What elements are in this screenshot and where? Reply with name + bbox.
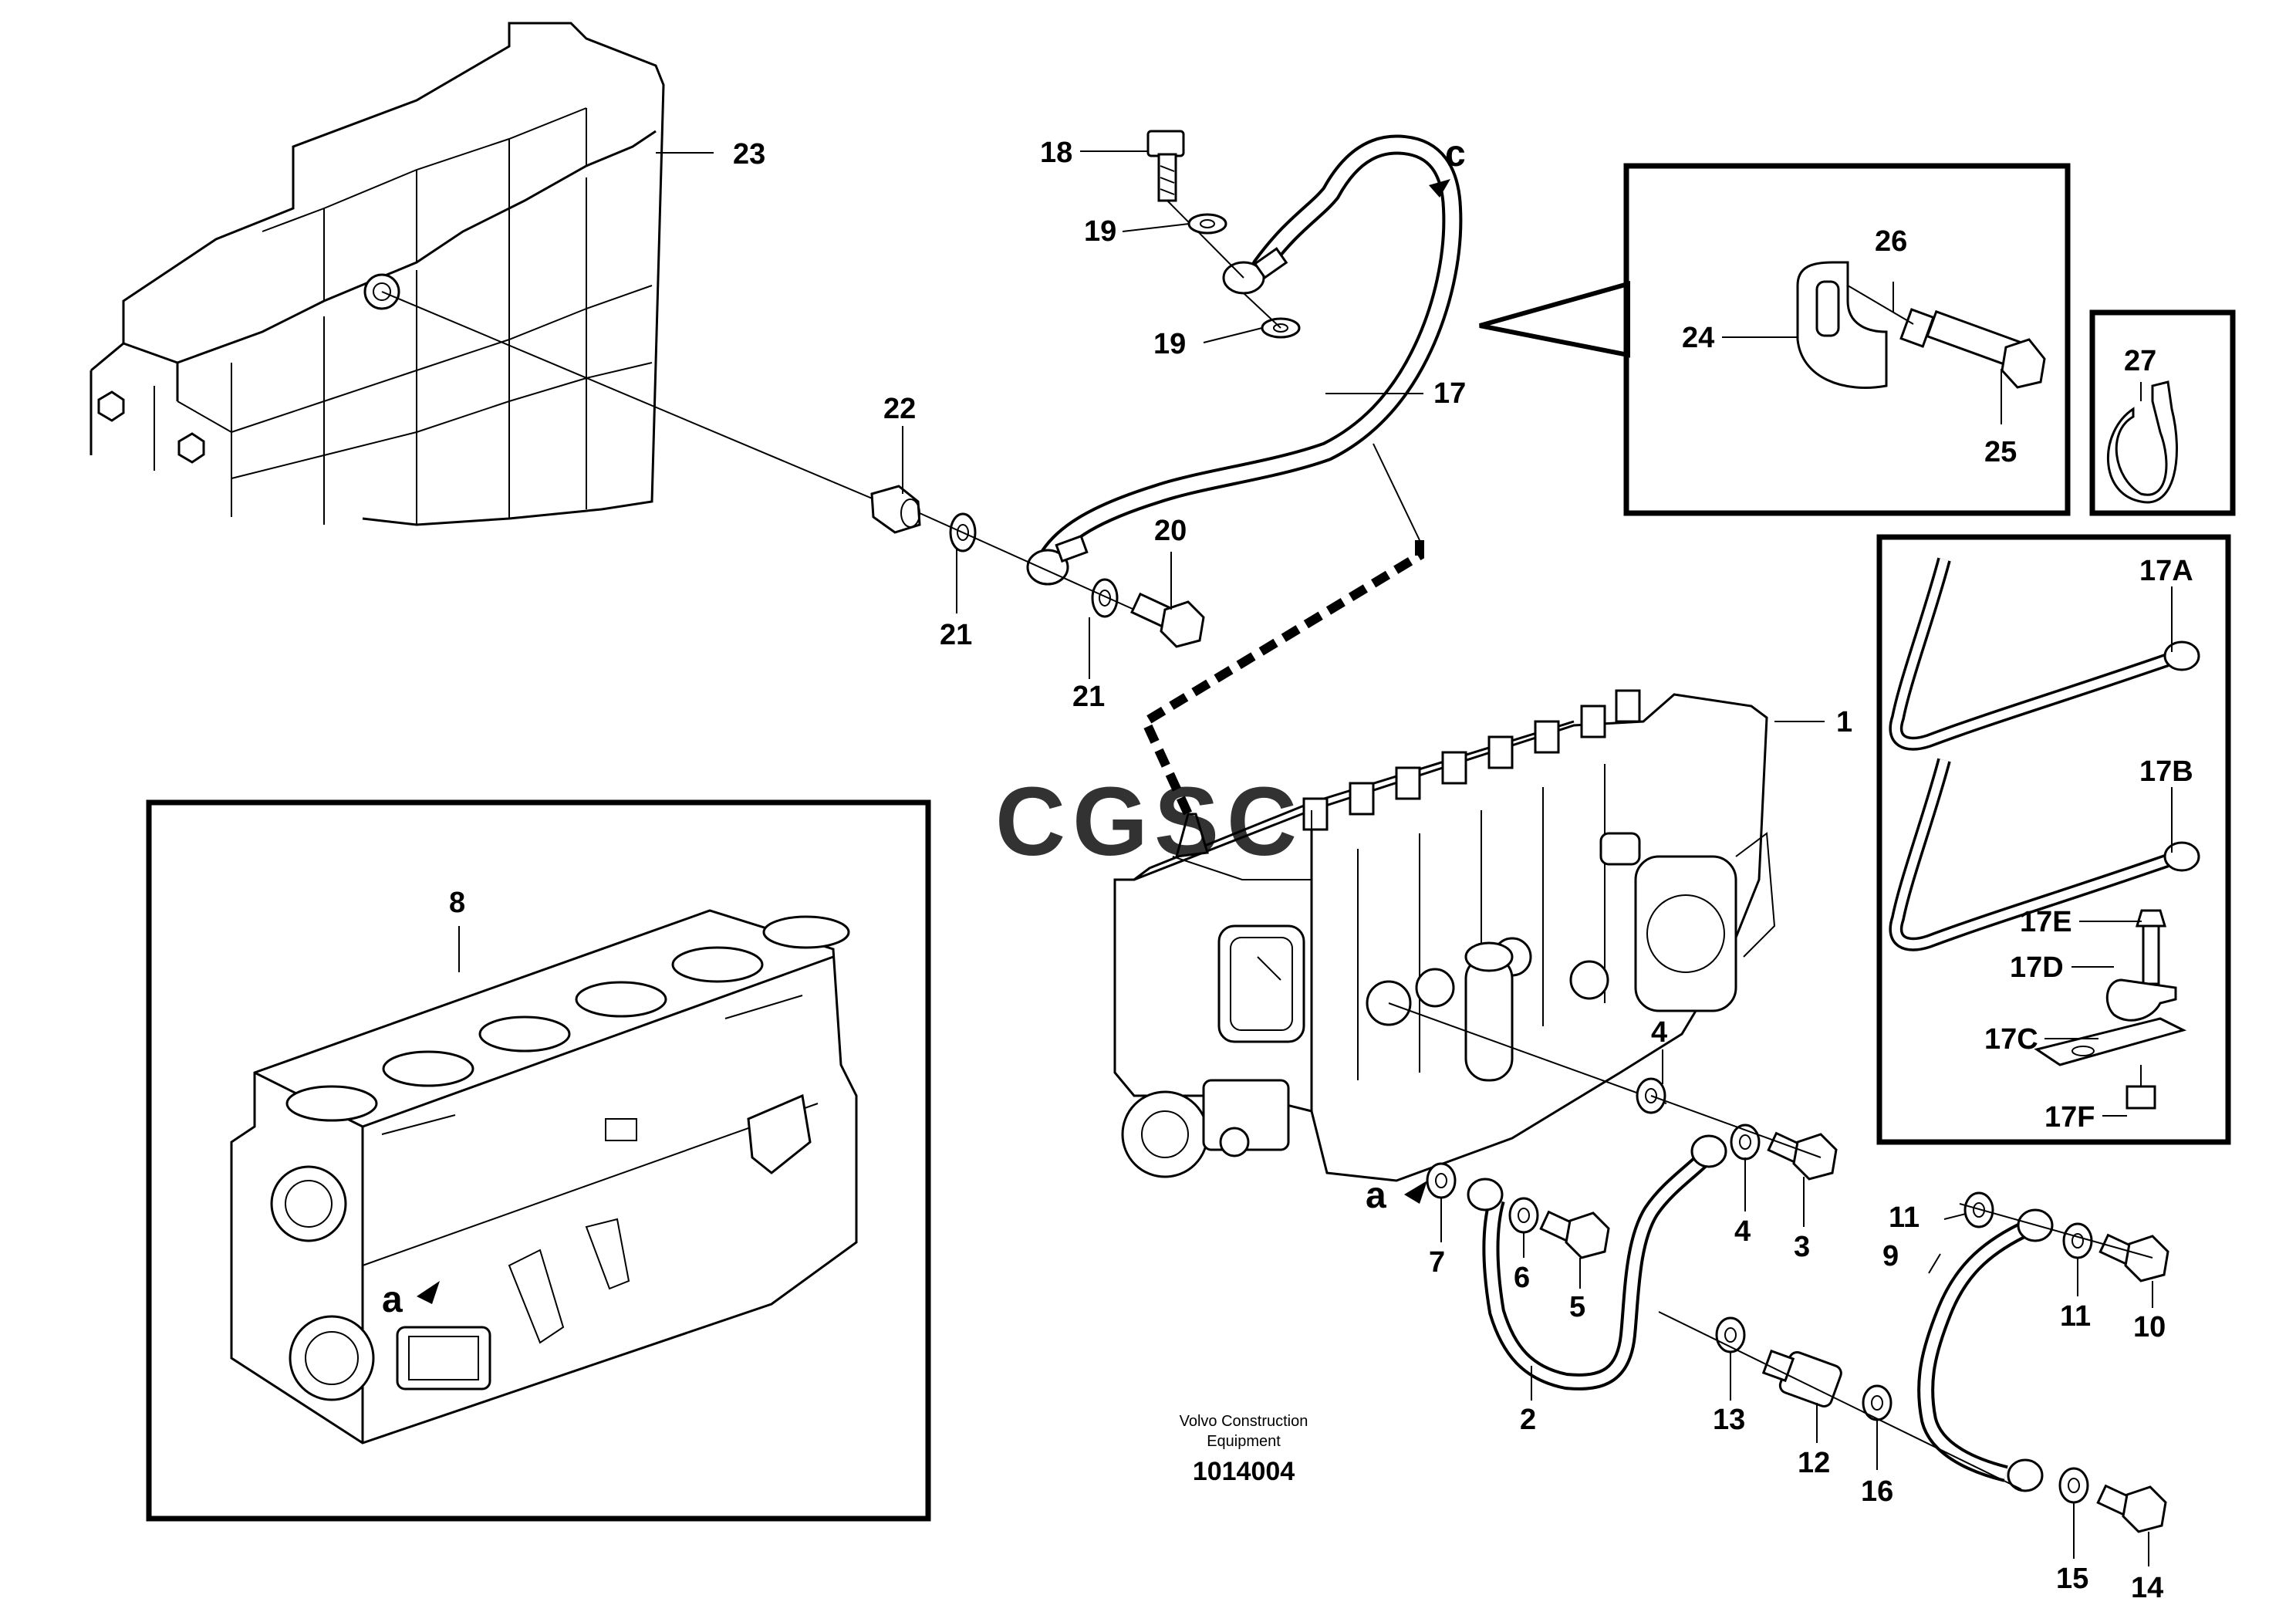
label-a-pump: a — [1366, 1175, 1386, 1216]
watermark-letter: G — [1072, 767, 1148, 876]
label-21-left: 21 — [940, 619, 972, 651]
label-5: 5 — [1569, 1291, 1585, 1323]
caption-number: 1014004 — [1193, 1457, 1295, 1486]
injection-pump-drawing — [1113, 689, 1776, 1182]
label-21-right: 21 — [1072, 681, 1105, 713]
label-6: 6 — [1514, 1262, 1530, 1294]
label-20: 20 — [1154, 515, 1187, 547]
label-9: 9 — [1882, 1240, 1899, 1272]
label-22: 22 — [883, 393, 916, 425]
label-25: 25 — [1984, 436, 2017, 468]
return-pipes-drawing — [1426, 1077, 2169, 1533]
watermark: C G S C — [995, 767, 1297, 876]
arrow-a-block — [417, 1281, 440, 1304]
label-16: 16 — [1861, 1475, 1893, 1508]
label-8: 8 — [449, 887, 465, 919]
caption-line-2: Equipment — [1207, 1433, 1281, 1450]
label-2: 2 — [1520, 1404, 1536, 1436]
label-11-top: 11 — [1889, 1201, 1920, 1234]
label-17a: 17A — [2139, 555, 2193, 587]
fuel-pipe-drawing — [870, 130, 1463, 816]
label-a-block: a — [382, 1279, 403, 1320]
label-c: c — [1445, 133, 1466, 174]
label-11-lower: 11 — [2060, 1300, 2091, 1333]
label-19-bottom: 19 — [1153, 328, 1186, 360]
label-23: 23 — [733, 138, 765, 171]
watermark-letter: S — [1154, 767, 1219, 876]
valve-cover-drawing — [89, 22, 880, 526]
arrow-a-pump — [1404, 1181, 1427, 1204]
engine-block-inset — [146, 799, 931, 1522]
label-14: 14 — [2131, 1572, 2163, 1604]
label-15: 15 — [2056, 1563, 2088, 1595]
label-17: 17 — [1433, 377, 1466, 410]
label-24: 24 — [1682, 322, 1714, 354]
label-19-top: 19 — [1084, 215, 1116, 248]
watermark-letter: C — [995, 767, 1065, 876]
label-26: 26 — [1875, 225, 1907, 258]
cable-tie-inset — [2089, 309, 2236, 516]
caption: Volvo Construction Equipment 1014004 — [1180, 1413, 1308, 1486]
label-27: 27 — [2124, 345, 2156, 377]
label-18: 18 — [1040, 137, 1072, 169]
label-17d: 17D — [2010, 951, 2064, 984]
pipe-variants-inset — [1876, 534, 2231, 1145]
caption-line-1: Volvo Construction — [1180, 1413, 1308, 1430]
label-17f: 17F — [2044, 1101, 2095, 1134]
label-10: 10 — [2133, 1311, 2166, 1343]
label-1: 1 — [1836, 706, 1852, 738]
label-3: 3 — [1794, 1231, 1810, 1263]
callout-labels: 23 18 19 19 c 17 22 21 21 20 1 24 26 25 … — [382, 133, 2193, 1604]
watermark-letter: C — [1227, 767, 1297, 876]
clamp-inset — [1479, 163, 2071, 516]
label-4-lower: 4 — [1734, 1215, 1751, 1248]
label-12: 12 — [1798, 1447, 1830, 1479]
arrow-c — [1429, 179, 1450, 198]
label-17c: 17C — [1984, 1023, 2038, 1056]
label-7: 7 — [1429, 1246, 1445, 1279]
leader-lines — [458, 150, 2173, 1566]
label-17e: 17E — [2020, 906, 2072, 938]
label-17b: 17B — [2139, 755, 2193, 788]
label-13: 13 — [1713, 1404, 1745, 1436]
label-4-upper: 4 — [1651, 1016, 1667, 1049]
